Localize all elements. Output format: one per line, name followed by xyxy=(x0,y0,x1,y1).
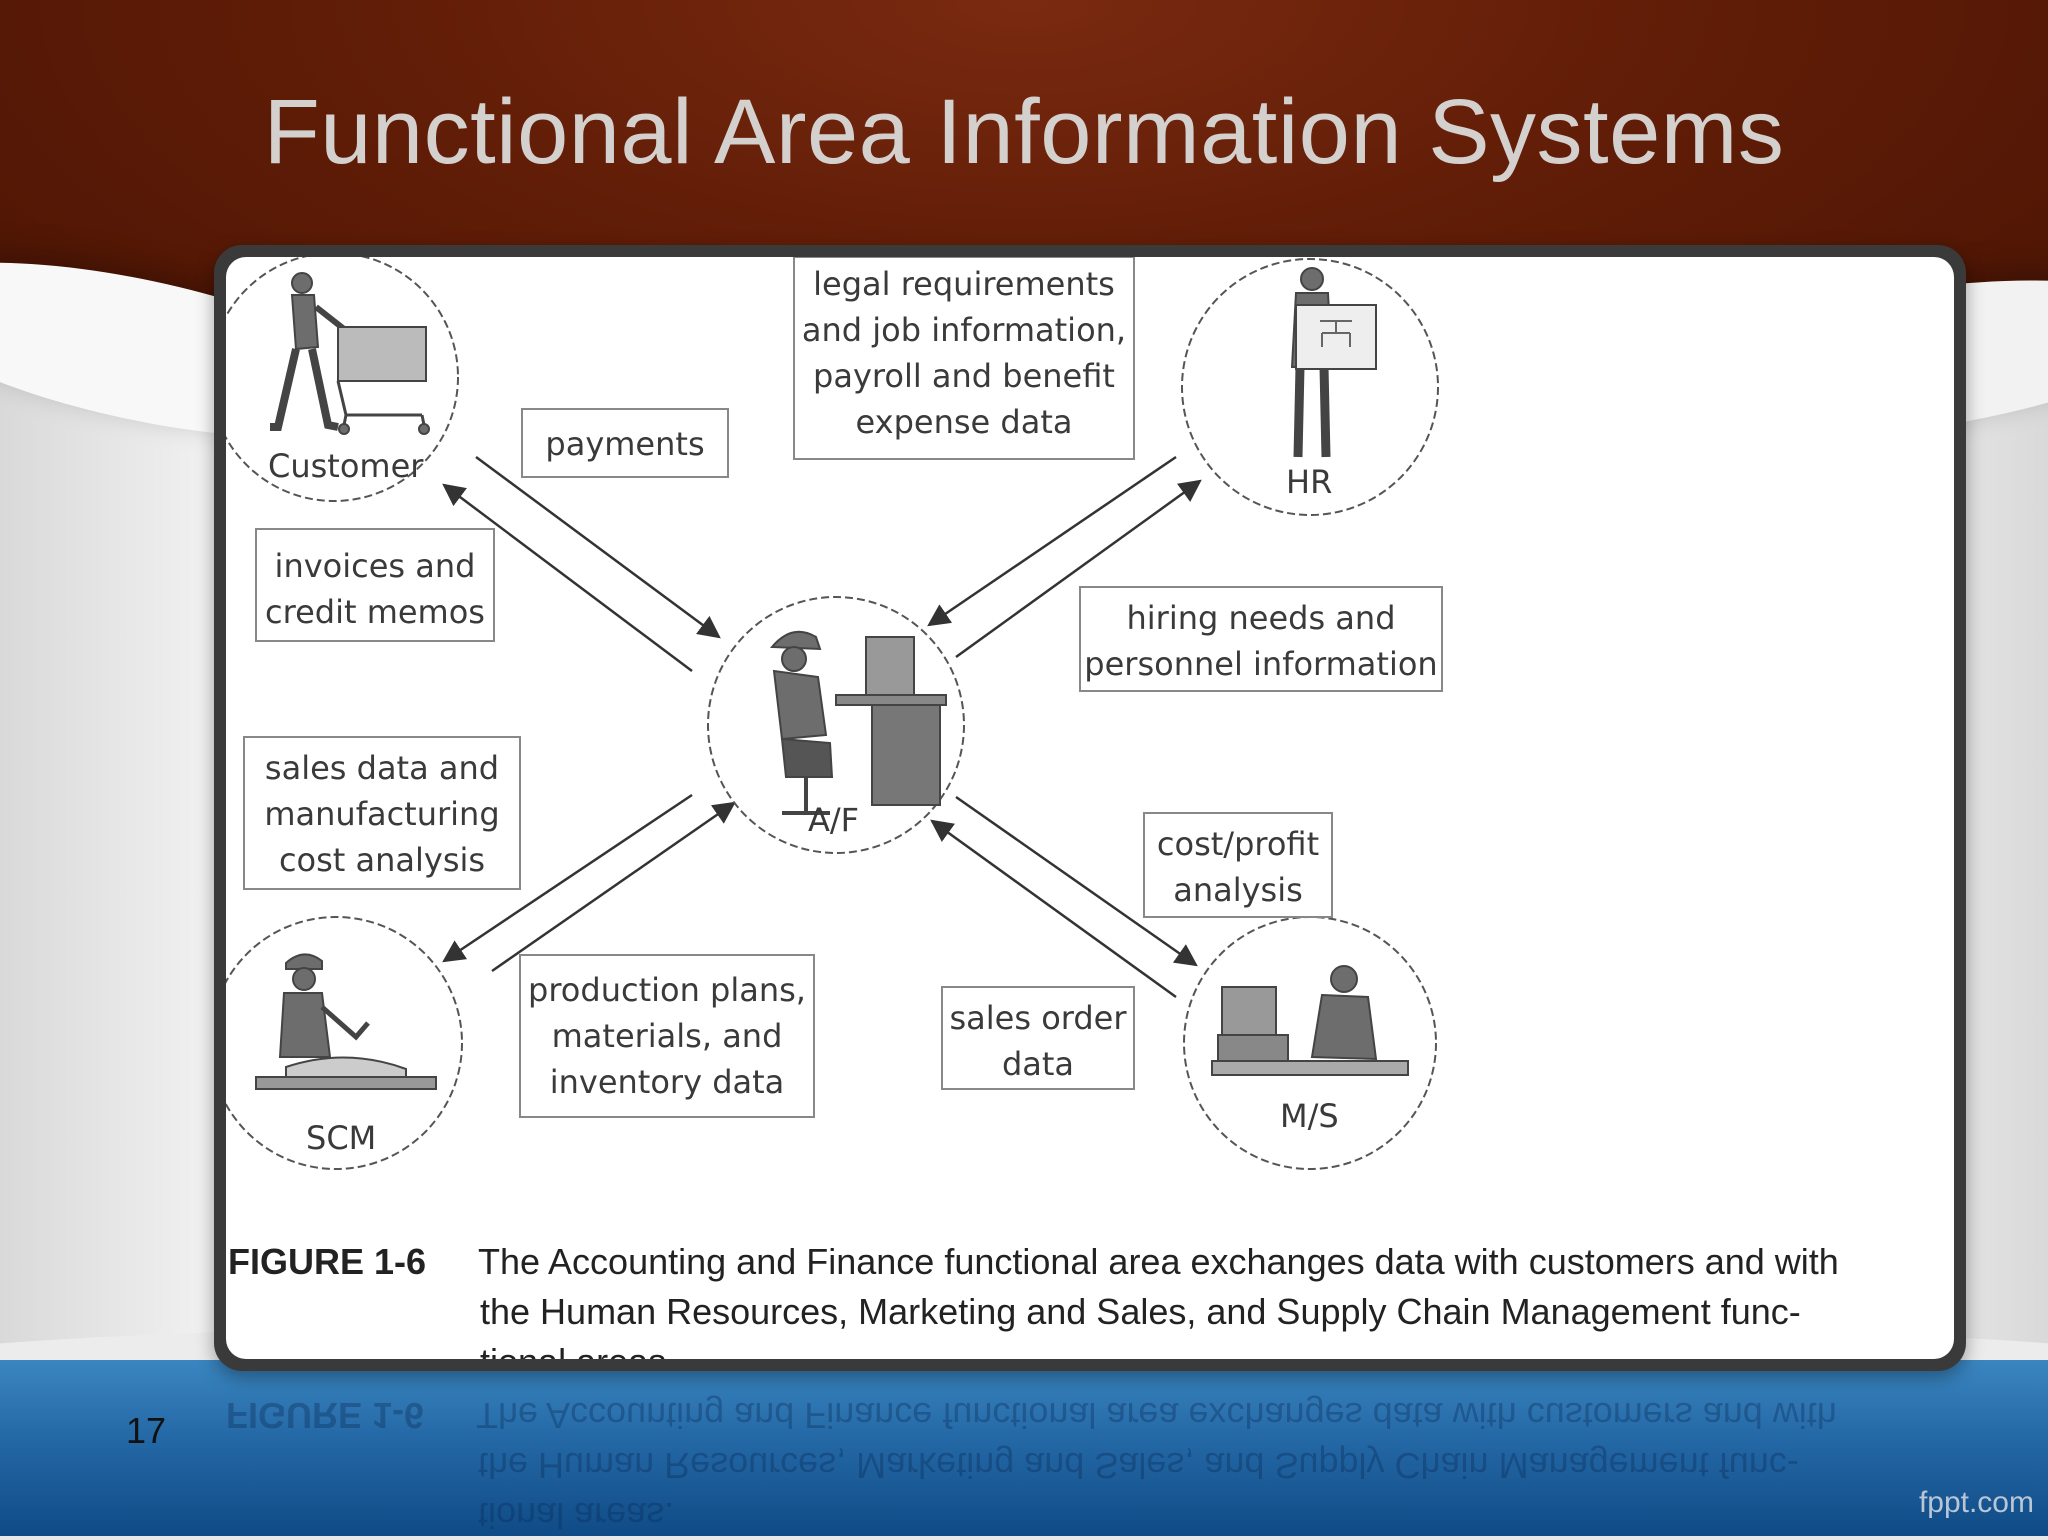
sales-data-text-line-3: cost analysis xyxy=(279,841,485,879)
figure-frame: Customer HR xyxy=(214,245,1966,1371)
arrow-payments xyxy=(475,455,721,639)
payments-box: payments xyxy=(521,408,729,478)
node-customer: Customer xyxy=(226,257,459,502)
arrow-sales-order xyxy=(930,819,1177,999)
sales-order-box: sales order data xyxy=(941,986,1135,1090)
functional-area-diagram: Customer HR xyxy=(226,257,1443,1170)
arrow-cost-profit xyxy=(955,795,1198,967)
hr-presenter-icon xyxy=(1290,267,1377,458)
sales-order-text-line-1: sales order xyxy=(949,999,1127,1037)
node-ms: M/S xyxy=(1183,916,1437,1170)
arrow-legal xyxy=(927,455,1177,627)
caption-line-2: the Human Resources, Marketing and Sales… xyxy=(480,1291,1801,1332)
caption-reflection-text: tional areas. the Human Resources, Marke… xyxy=(226,1390,1837,1540)
legal-text-line-4: expense data xyxy=(856,403,1073,441)
flow-arrows xyxy=(442,455,1202,999)
cost-profit-text-line-1: cost/profit xyxy=(1157,825,1319,863)
af-label: A/F xyxy=(808,801,859,839)
figure-caption: FIGURE 1-6 The Accounting and Finance fun… xyxy=(228,1237,1953,1359)
invoices-box: invoices and credit memos xyxy=(255,528,495,642)
sales-data-text-line-1: sales data and xyxy=(265,749,499,787)
invoices-text-line-2: credit memos xyxy=(265,593,485,631)
production-text-line-2: materials, and xyxy=(552,1017,783,1055)
hiring-text-line-1: hiring needs and xyxy=(1127,599,1396,637)
customer-label: Customer xyxy=(268,447,424,485)
scm-label: SCM xyxy=(306,1119,376,1157)
production-text-line-1: production plans, xyxy=(528,971,806,1009)
sales-data-box: sales data and manufacturing cost analys… xyxy=(243,736,521,890)
node-scm: SCM xyxy=(226,916,463,1170)
arrow-production xyxy=(491,801,736,973)
arrow-hiring xyxy=(955,479,1202,659)
hr-label: HR xyxy=(1286,463,1332,501)
watermark: fppt.com xyxy=(1918,1486,2034,1519)
arrow-sales-data xyxy=(442,793,693,963)
hiring-needs-box: hiring needs and personnel information xyxy=(1079,586,1443,692)
marketing-sales-phone-icon xyxy=(1211,965,1409,1076)
legal-text-line-2: and job information, xyxy=(802,311,1126,349)
shopping-customer-icon xyxy=(270,272,430,435)
reflection-line-2: the Human Resources, Marketing and Sales… xyxy=(478,1445,1799,1486)
figure-label: FIGURE 1-6 xyxy=(228,1241,427,1282)
production-text-line-3: inventory data xyxy=(550,1063,785,1101)
production-plans-box: production plans, materials, and invento… xyxy=(519,954,815,1118)
cost-profit-text-line-2: analysis xyxy=(1173,871,1303,909)
sales-order-text-line-2: data xyxy=(1002,1045,1074,1083)
node-af: A/F xyxy=(707,596,965,854)
arrow-invoices xyxy=(442,483,693,672)
sales-data-text-line-2: manufacturing xyxy=(264,795,499,833)
ms-label: M/S xyxy=(1280,1097,1339,1135)
supply-chain-worker-icon xyxy=(255,953,437,1090)
slide-title: Functional Area Information Systems xyxy=(263,81,1785,183)
caption-line-3: tional areas. xyxy=(228,1337,1953,1359)
figure-panel: Customer HR xyxy=(226,257,1954,1359)
accountant-at-computer-icon xyxy=(769,630,947,815)
hiring-text-line-2: personnel information xyxy=(1084,645,1437,683)
payments-text: payments xyxy=(545,425,704,463)
legal-requirements-box: legal requirements and job information, … xyxy=(793,257,1135,460)
node-hr: HR xyxy=(1181,258,1439,516)
invoices-text-line-1: invoices and xyxy=(275,547,476,585)
legal-text-line-3: payroll and benefit xyxy=(813,357,1115,395)
reflection-line-1: The Accounting and Finance functional ar… xyxy=(476,1395,1837,1436)
caption-line-1: The Accounting and Finance functional ar… xyxy=(478,1241,1839,1282)
reflection-label: FIGURE 1-6 xyxy=(226,1395,425,1436)
cost-profit-box: cost/profit analysis xyxy=(1143,812,1333,918)
reflection-line-3: tional areas. xyxy=(478,1495,675,1536)
legal-text-line-1: legal requirements xyxy=(813,265,1115,303)
footer-background xyxy=(0,1360,2048,1536)
caption-reflection: tional areas. the Human Resources, Marke… xyxy=(226,1370,1954,1540)
slide-number: 17 xyxy=(126,1410,167,1451)
